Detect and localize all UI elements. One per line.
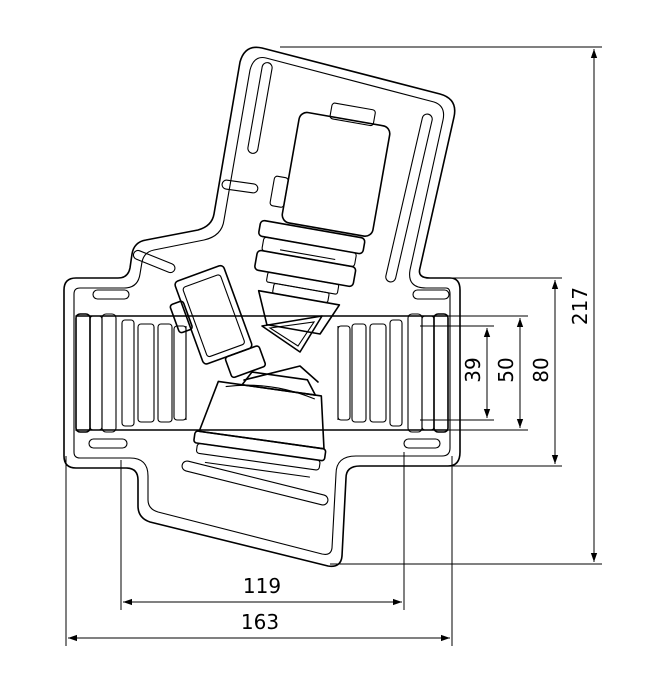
pipe-body — [75, 313, 449, 433]
dim-119: 119 — [120, 452, 405, 610]
valve-cone — [243, 315, 323, 383]
dim-50: 50 — [448, 315, 528, 431]
tray-outline — [63, 46, 461, 568]
side-port — [169, 264, 267, 379]
right-thread — [337, 313, 449, 433]
dim-217-label: 217 — [568, 287, 592, 325]
dim-39-label: 39 — [461, 357, 485, 382]
dim-overall-height: 217 — [280, 46, 602, 565]
dim-119-label: 119 — [243, 574, 281, 598]
left-thread — [75, 313, 187, 433]
dim-80: 80 — [452, 277, 562, 467]
tray-slots — [88, 62, 450, 506]
dim-50-label: 50 — [494, 357, 518, 382]
upper-actuator — [254, 102, 391, 335]
dim-163-label: 163 — [241, 610, 279, 634]
dim-80-label: 80 — [529, 357, 553, 382]
dim-163: 163 — [65, 456, 453, 646]
lower-bonnet — [193, 371, 327, 478]
dim-39: 39 — [420, 325, 494, 421]
